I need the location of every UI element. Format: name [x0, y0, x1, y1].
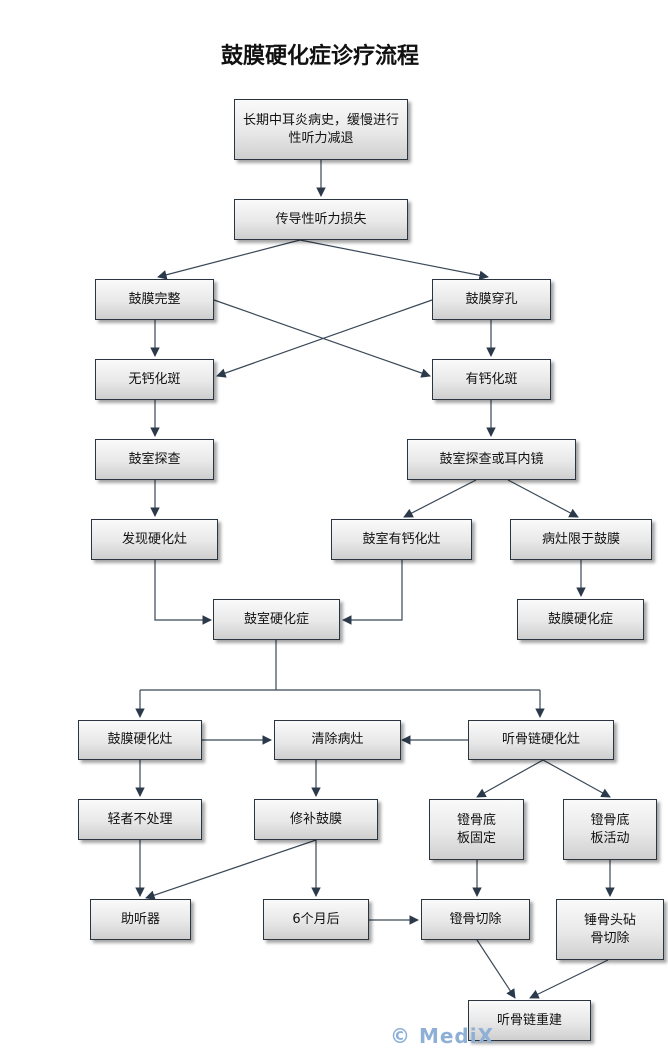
edge-malleus-recon	[529, 959, 609, 999]
watermark: © MediX	[390, 1024, 495, 1048]
edge-conductive-intact	[157, 239, 301, 280]
node-drum-sclerotic-focus: 鼓膜硬化灶	[78, 720, 202, 760]
node-tympanic-calcified-focus: 鼓室有钙化灶	[331, 519, 472, 560]
node-exploration-or-endoscope: 鼓室探查或耳内镜	[407, 439, 576, 480]
node-clear-focus: 清除病灶	[274, 720, 401, 760]
node-six-months: 6个月后	[263, 899, 369, 940]
node-stapes-mobile: 镫骨底板活动	[563, 799, 657, 860]
edge-conductive-perforation	[299, 239, 489, 281]
node-limited-to-drum: 病灶限于鼓膜	[510, 519, 652, 560]
node-tympanic-exploration: 鼓室探查	[95, 439, 214, 480]
node-malleus-incus-resection: 锤骨头砧骨切除	[556, 899, 664, 960]
node-calcification: 有钙化斑	[432, 359, 551, 400]
node-history: 长期中耳炎病史，缓慢进行性听力减退	[234, 99, 408, 160]
edge-endo-calcfocus	[403, 479, 477, 518]
node-ossicular-focus: 听骨链硬化灶	[468, 720, 614, 760]
node-mild-no-treatment: 轻者不处理	[78, 799, 202, 840]
node-no-calcification: 无钙化斑	[95, 359, 214, 400]
node-ossicular-reconstruction: 听骨链重建	[468, 1000, 591, 1041]
node-stapes-fixed: 镫骨底板固定	[429, 799, 524, 860]
edge-ossicle-fixed	[476, 759, 544, 798]
node-hearing-aid: 助听器	[90, 899, 191, 940]
node-intact-drum: 鼓膜完整	[95, 279, 214, 320]
edge-perforation-nocalc	[216, 299, 433, 378]
edge-endo-limited	[507, 479, 579, 518]
edge-ossicle-mobile	[542, 759, 611, 798]
edge-intact-calc	[213, 299, 431, 378]
edge-stapedectomy-recon	[476, 939, 516, 999]
edge-found-sclerosis	[154, 560, 212, 625]
node-myringosclerosis: 鼓膜硬化症	[517, 599, 644, 640]
node-stapedectomy: 镫骨切除	[421, 899, 530, 940]
page-title: 鼓膜硬化症诊疗流程	[220, 44, 419, 69]
node-perforation: 鼓膜穿孔	[432, 279, 551, 320]
node-repair-drum: 修补鼓膜	[254, 799, 378, 840]
edge-repair-aid	[145, 839, 317, 900]
edge-calcfocus-sclerosis	[342, 560, 403, 625]
node-conductive-loss: 传导性听力损失	[234, 199, 408, 240]
node-found-focus: 发现硬化灶	[91, 519, 218, 560]
node-tympanosclerosis: 鼓室硬化症	[213, 599, 340, 640]
